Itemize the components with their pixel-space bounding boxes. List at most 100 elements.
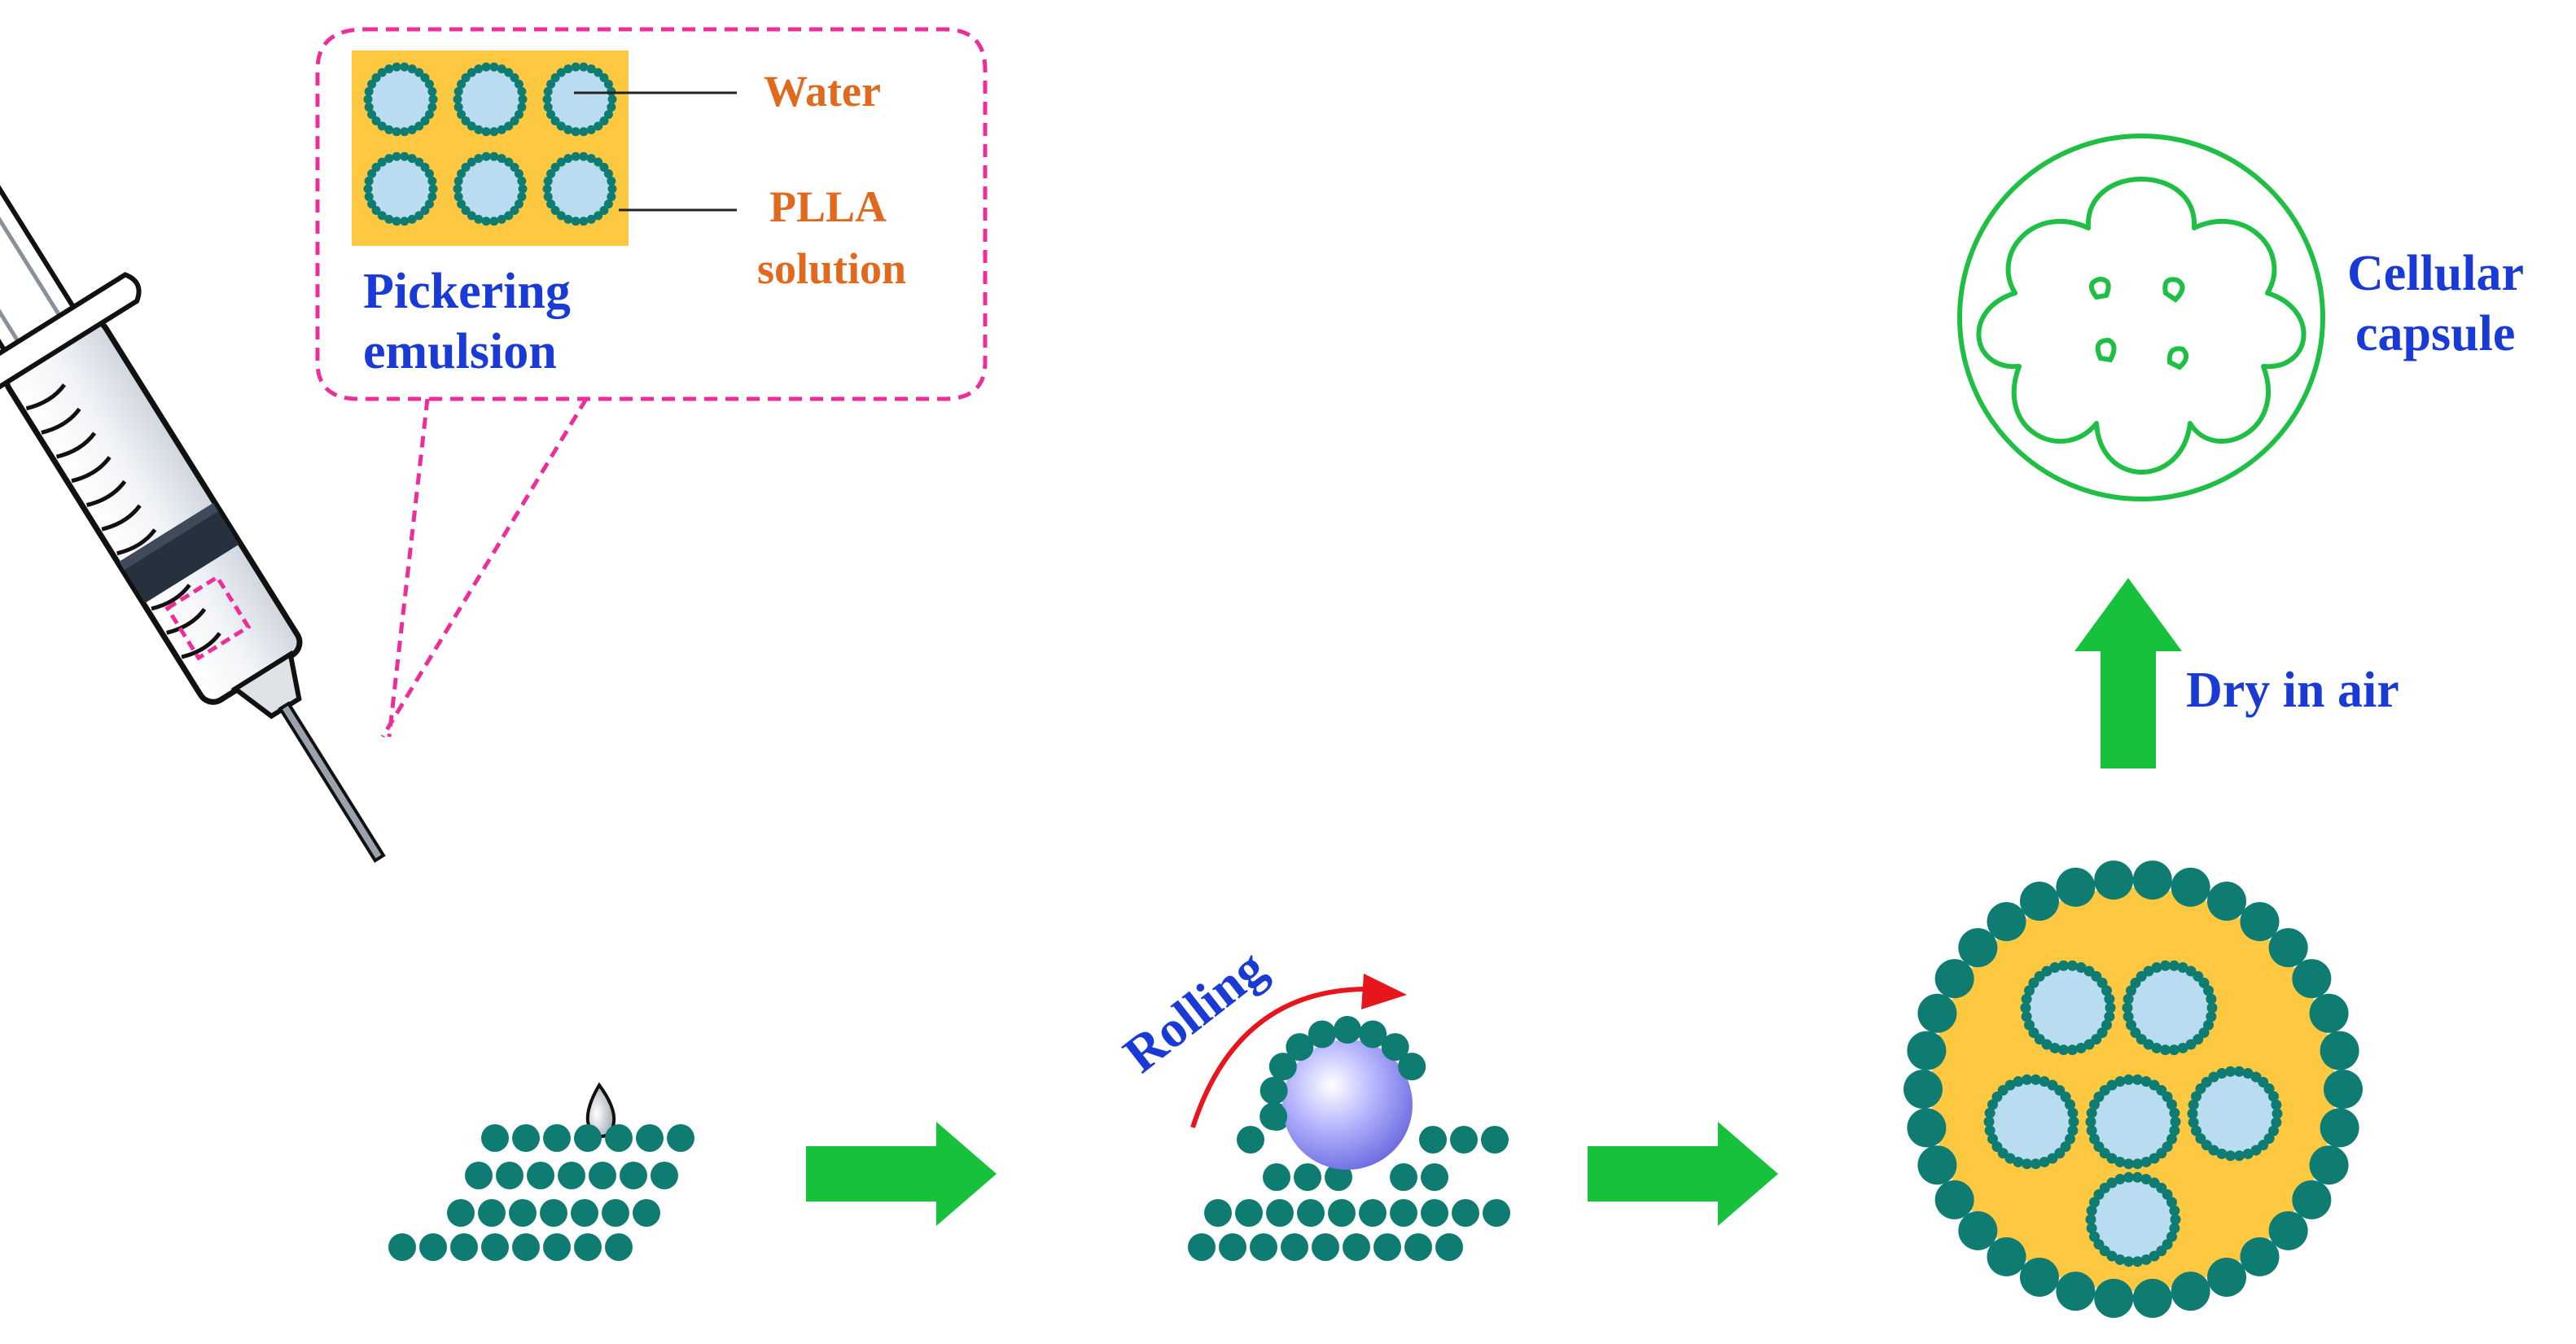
- bed-particle: [571, 1199, 598, 1227]
- shell-particle: [2013, 1076, 2024, 1088]
- bed-particle: [1294, 1163, 1321, 1191]
- shell-particle: [481, 151, 491, 161]
- shell-particle: [556, 121, 566, 131]
- shell-particle: [424, 199, 434, 209]
- shell-particle: [474, 154, 484, 164]
- pickering-label-line1: Pickering: [363, 264, 571, 319]
- shell-particle: [2272, 1108, 2283, 1119]
- coat-particle: [1334, 1016, 1361, 1044]
- shell-particle: [514, 199, 524, 209]
- shell-particle: [2066, 960, 2078, 971]
- shell-particle: [607, 192, 616, 202]
- shell-particle: [2125, 1019, 2136, 1031]
- emulsion-callout: Water PLLA solution Pickering emulsion: [315, 27, 988, 738]
- bed-particle: [589, 1162, 616, 1189]
- bed-particle: [602, 1199, 629, 1227]
- shell-particle: [2123, 1171, 2135, 1183]
- shell-particle: [2114, 1156, 2126, 1167]
- shell-particle: [2188, 1099, 2199, 1110]
- shell-particle: [2131, 1256, 2143, 1267]
- shell-particle: [461, 162, 471, 172]
- shell-particle: [1958, 1210, 1998, 1250]
- shell-particle: [2094, 860, 2134, 900]
- shell-particle: [2170, 1214, 2181, 1225]
- shell-particle: [579, 151, 589, 161]
- shell-particle: [2065, 1133, 2076, 1145]
- shell-particle: [2151, 962, 2162, 974]
- shell-particle: [392, 62, 401, 72]
- shell-particle: [2190, 1125, 2201, 1136]
- shell-particle: [2020, 1002, 2031, 1013]
- shell-particle: [1987, 1099, 1998, 1110]
- shell-particle: [2216, 1148, 2228, 1159]
- droplet-core: [458, 156, 523, 221]
- plla-label-line1: PLLA: [769, 182, 887, 231]
- shell-particle: [2060, 1091, 2071, 1102]
- bed-particle: [1281, 1233, 1308, 1261]
- shell-particle: [607, 184, 617, 194]
- shell-particle: [2086, 1205, 2097, 1216]
- droplet-core: [2193, 1071, 2277, 1156]
- sphere-particle-coat: [1260, 1016, 1426, 1131]
- shell-particle: [2160, 960, 2171, 971]
- coat-particle: [1308, 1020, 1336, 1048]
- shell-particle: [504, 121, 514, 131]
- shell-particle: [2023, 985, 2035, 996]
- shell-particle: [2250, 1145, 2262, 1156]
- shell-particle: [467, 121, 476, 131]
- bed-particle: [465, 1162, 493, 1189]
- shell-particle: [2123, 1158, 2135, 1170]
- shell-particle: [457, 79, 467, 89]
- shell-particle: [607, 86, 616, 96]
- bed-particle: [667, 1124, 694, 1152]
- shell-particle: [2151, 1042, 2162, 1053]
- bed-particle: [574, 1233, 602, 1261]
- bed-particle: [419, 1233, 447, 1261]
- shell-particle: [400, 127, 410, 137]
- shell-particle: [2131, 1171, 2143, 1183]
- shell-particle: [2140, 1174, 2152, 1185]
- shell-particle: [2171, 867, 2210, 907]
- shell-particle: [2123, 1256, 2135, 1267]
- shell-particle: [1984, 1107, 1996, 1119]
- shell-particle: [510, 162, 519, 172]
- shell-particle: [2166, 1099, 2178, 1110]
- shell-particle: [2101, 1019, 2113, 1031]
- shell-particle: [1934, 1180, 1974, 1219]
- shell-particle: [364, 176, 374, 186]
- shell-particle: [517, 176, 527, 186]
- bed-particle: [651, 1162, 678, 1189]
- shell-particle: [407, 154, 417, 164]
- shell-particle: [504, 68, 514, 77]
- shell-particle: [2122, 1002, 2133, 1013]
- shell-particle: [428, 94, 438, 104]
- bed-particle: [605, 1124, 633, 1152]
- shell-particle: [2075, 962, 2087, 974]
- capsule-cells: [1976, 177, 2307, 475]
- shell-particle: [2049, 1042, 2061, 1053]
- bed-particle: [1435, 1233, 1463, 1261]
- shell-particle: [481, 217, 491, 226]
- shell-particle: [599, 116, 609, 126]
- rolling-label: Rolling: [1113, 938, 1277, 1084]
- shell-particle: [2203, 985, 2215, 996]
- shell-particle: [586, 125, 596, 134]
- shell-particle: [2131, 1074, 2143, 1085]
- shell-particle: [2324, 1070, 2363, 1109]
- shell-particle: [2169, 1223, 2180, 1234]
- shell-particle: [1904, 1070, 1943, 1109]
- shell-particle: [427, 176, 437, 186]
- bed-particle: [478, 1199, 506, 1227]
- bed-particle: [509, 1199, 537, 1227]
- shell-particle: [2169, 1205, 2180, 1216]
- shell-particle: [1907, 1108, 1947, 1148]
- shell-particle: [518, 184, 528, 194]
- shell-particle: [497, 125, 506, 134]
- shell-particle: [2195, 1133, 2206, 1145]
- shell-particle: [2268, 1125, 2280, 1136]
- shell-particle: [1987, 1237, 2026, 1276]
- bed-particle: [1421, 1199, 1448, 1227]
- shell-particle: [514, 110, 524, 120]
- shell-particle: [504, 157, 514, 167]
